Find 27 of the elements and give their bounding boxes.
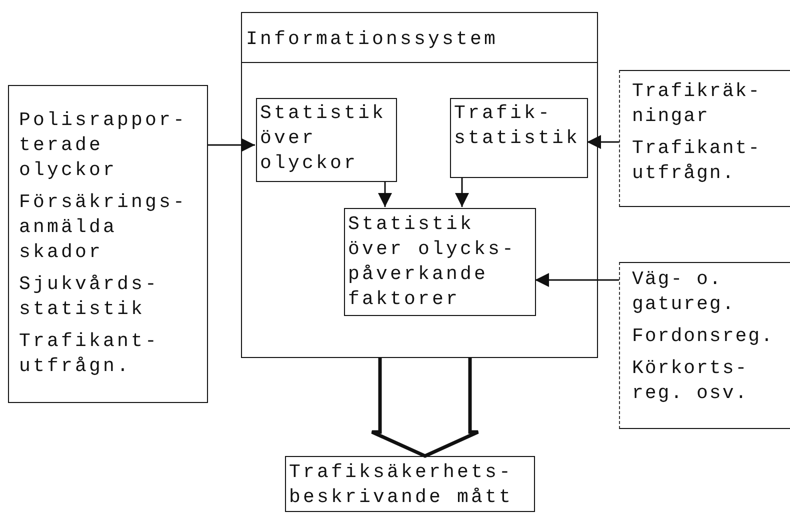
system-box xyxy=(241,12,598,358)
box-text: Polisrappor- terade olyckor xyxy=(19,108,188,183)
box-text: Fordonsreg. xyxy=(632,324,775,349)
process-box xyxy=(450,98,588,178)
box-text: Körkorts- reg. osv. xyxy=(632,356,750,406)
arrow xyxy=(535,273,619,287)
result-box xyxy=(285,456,535,512)
box-text: Trafikant- utfrågn. xyxy=(19,329,160,379)
box-text: Statistik över olycks- påverkande faktorer xyxy=(348,212,518,312)
process-box xyxy=(256,98,397,182)
arrow xyxy=(587,135,619,149)
box-text: Trafiksäkerhets- beskrivande mått xyxy=(289,460,514,510)
box-text: Försäkrings- anmälda skador xyxy=(19,190,188,265)
box-text: Sjukvårds- statistik xyxy=(19,272,160,322)
process-box xyxy=(344,208,536,316)
box-text: Väg- o. gatureg. xyxy=(632,267,736,317)
source-box xyxy=(619,70,790,207)
box-text: Statistik över olyckor xyxy=(260,101,388,176)
arrow xyxy=(455,177,469,207)
source-box xyxy=(8,85,208,403)
box-text: Trafikräk- ningar xyxy=(632,79,762,129)
source-box xyxy=(619,262,790,429)
arrow xyxy=(208,138,255,152)
box-text: Trafik- statistik xyxy=(454,101,582,151)
box-heading: Informationssystem xyxy=(242,13,597,63)
box-text: Trafikant- utfrågn. xyxy=(632,136,762,186)
arrow xyxy=(378,181,392,207)
